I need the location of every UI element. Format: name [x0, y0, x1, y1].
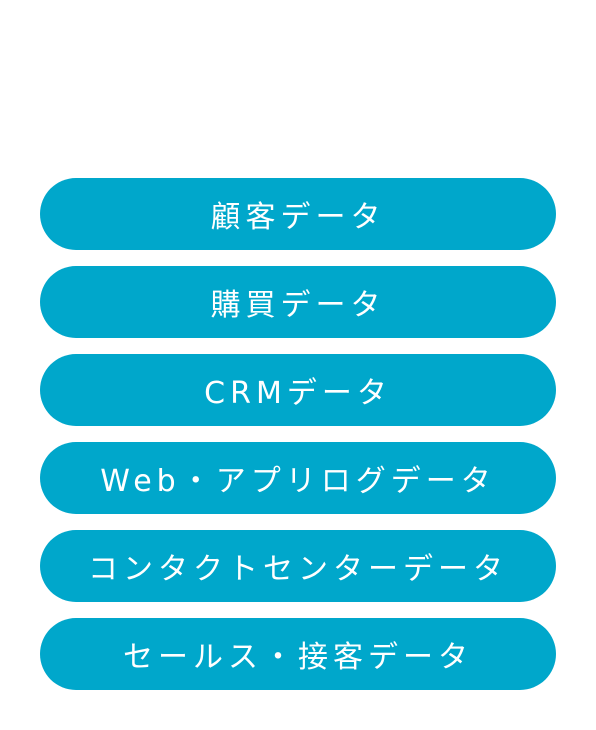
data-category-crm: CRMデータ: [40, 354, 556, 426]
data-category-label: コンタクトセンターデータ: [88, 552, 508, 587]
data-category-purchase: 購買データ: [40, 266, 556, 338]
data-category-label: セールス・接客データ: [123, 640, 473, 675]
data-category-contact-center: コンタクトセンターデータ: [40, 530, 556, 602]
data-category-label: Web・アプリログデータ: [100, 464, 496, 499]
data-category-label: 顧客データ: [210, 200, 386, 235]
data-category-list: 顧客データ 購買データ CRMデータ Web・アプリログデータ コンタクトセンタ…: [40, 178, 556, 690]
data-category-customer: 顧客データ: [40, 178, 556, 250]
data-category-label: 購買データ: [210, 288, 386, 323]
data-category-web-app-log: Web・アプリログデータ: [40, 442, 556, 514]
data-category-label: CRMデータ: [204, 376, 392, 411]
data-category-sales-service: セールス・接客データ: [40, 618, 556, 690]
